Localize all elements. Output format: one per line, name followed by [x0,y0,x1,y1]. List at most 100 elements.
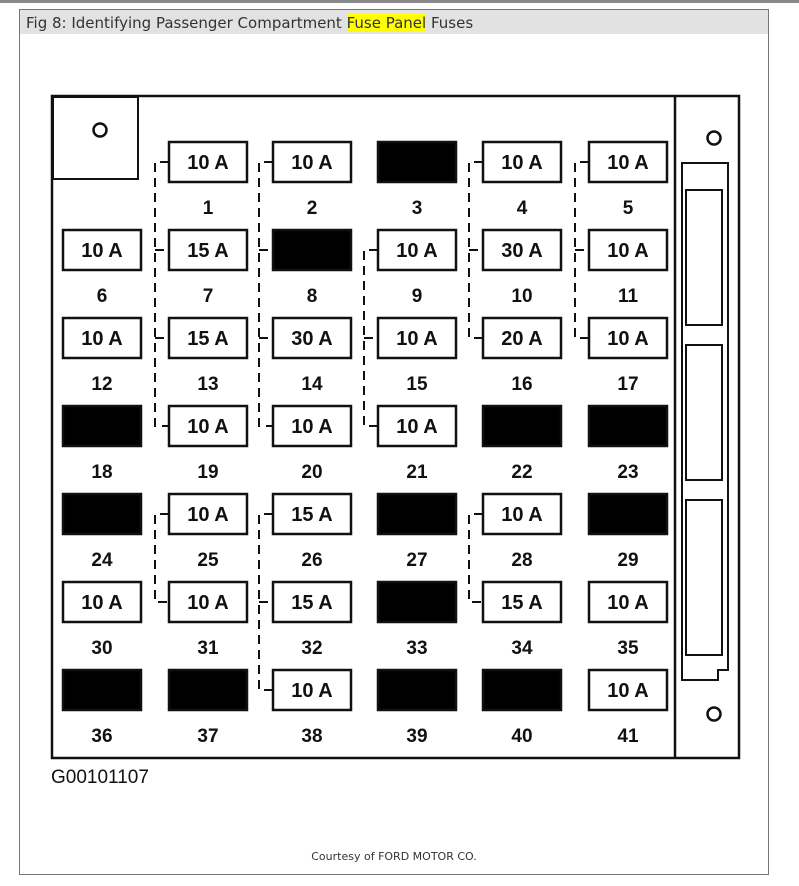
fuse-rating: 10 A [291,152,333,174]
fuse-33: 33 [376,580,458,659]
fuse-8: 8 [271,228,353,307]
fuse-number: 39 [406,726,427,747]
fuse-body [271,404,353,448]
fuse-body [271,580,353,624]
fuse-number: 25 [197,550,219,571]
fuse-body [481,228,563,272]
fuse-body [481,580,563,624]
fuse-body [587,228,669,272]
fuse-rating: 15 A [291,592,333,614]
fuse-number: 29 [617,550,638,571]
fuse-number: 4 [517,198,528,219]
fuse-slot-empty [61,492,143,536]
fuse-number: 19 [197,462,218,483]
fuse-body [376,404,458,448]
fuse-slot-empty [376,492,458,536]
fuse-rating: 10 A [396,240,438,262]
fuse-body [271,316,353,360]
fuse-body [167,140,249,184]
fuse-13: 15 A13 [167,316,249,395]
fuse-31: 10 A31 [167,580,249,659]
fuse-number: 9 [412,286,423,307]
fuse-21: 10 A21 [376,404,458,483]
fuse-body [376,228,458,272]
fuse-number: 38 [301,726,322,747]
fuse-number: 27 [406,550,427,571]
fuse-body [167,580,249,624]
fuse-14: 30 A 14 [271,316,353,395]
mount-hole-icon [706,130,722,146]
fuse-slot-empty [376,580,458,624]
fuse-39: 39 [376,668,458,747]
fuse-rating: 10 A [81,240,123,262]
fuse-number: 35 [617,638,639,659]
courtesy-credit: Courtesy of FORD MOTOR CO. [311,850,477,863]
fuse-24: 24 [61,492,143,571]
bus-line [574,161,589,339]
fuse-rating: 10 A [81,328,123,350]
fuse-body [167,492,249,536]
fuse-40: 40 [481,668,563,747]
fuse-body [481,316,563,360]
caption-prefix: Fig 8: Identifying Passenger Compartment [26,14,347,32]
fuse-number: 41 [617,726,639,747]
fuse-number: 37 [197,726,218,747]
fuse-slot-empty [376,668,458,712]
fuse-number: 2 [307,198,318,219]
bus-line [363,249,378,427]
fuse-27: 27 [376,492,458,571]
fuse-25: 10 A25 [167,492,249,571]
fuse-rating: 10 A [396,416,438,438]
fuse-number: 32 [301,638,322,659]
bus-line [468,161,483,339]
fuse-number: 5 [623,198,634,219]
fuse-16: 20 A16 [481,316,563,395]
fuse-number: 30 [91,638,112,659]
fuse-19: 10 A 19 [167,404,249,483]
fuse-3: 3 [376,140,458,219]
fuse-37: 37 [167,668,249,747]
fuse-body [271,140,353,184]
fuse-number: 26 [301,550,322,571]
panel-outline [50,94,741,760]
fuse-slot-empty [587,404,669,448]
fuse-body [61,228,143,272]
fuse-body [61,316,143,360]
fuse-rating: 15 A [187,240,229,262]
bus-line [154,513,169,603]
fuse-rating: 10 A [607,592,649,614]
fuse-9: 10 A 9 [376,228,458,307]
bus-line [468,513,483,603]
bus-line [258,161,273,427]
figure-code: G00101107 [51,767,149,788]
fuse-number: 18 [91,462,112,483]
fuse-slot-empty [587,492,669,536]
fuse-rating: 10 A [81,592,123,614]
fuse-number: 14 [301,374,323,395]
fuse-number: 3 [412,198,423,219]
fuse-1: 10 A1 [167,140,249,219]
fuse-35: 10 A 35 [587,580,669,659]
fuse-body [587,580,669,624]
bus-line [154,161,169,427]
fuse-20: 10 A20 [271,404,353,483]
fuse-number: 7 [203,286,214,307]
side-connector [681,162,729,681]
fuse-7: 15 A 7 [167,228,249,307]
fuse-rating: 10 A [607,152,649,174]
fuse-slot-empty [376,140,458,184]
fuse-rating: 10 A [187,416,229,438]
fuse-34: 15 A34 [481,580,563,659]
fuse-18: 18 [61,404,143,483]
fuse-slot-empty [481,668,563,712]
fuse-slot-empty [61,404,143,448]
fuse-rating: 30 A [291,328,333,350]
fuse-body [167,316,249,360]
fuse-body [61,580,143,624]
fuse-26: 15 A26 [271,492,353,571]
fuse-number: 1 [203,198,214,219]
fuse-number: 28 [511,550,532,571]
fuse-rating: 15 A [187,328,229,350]
